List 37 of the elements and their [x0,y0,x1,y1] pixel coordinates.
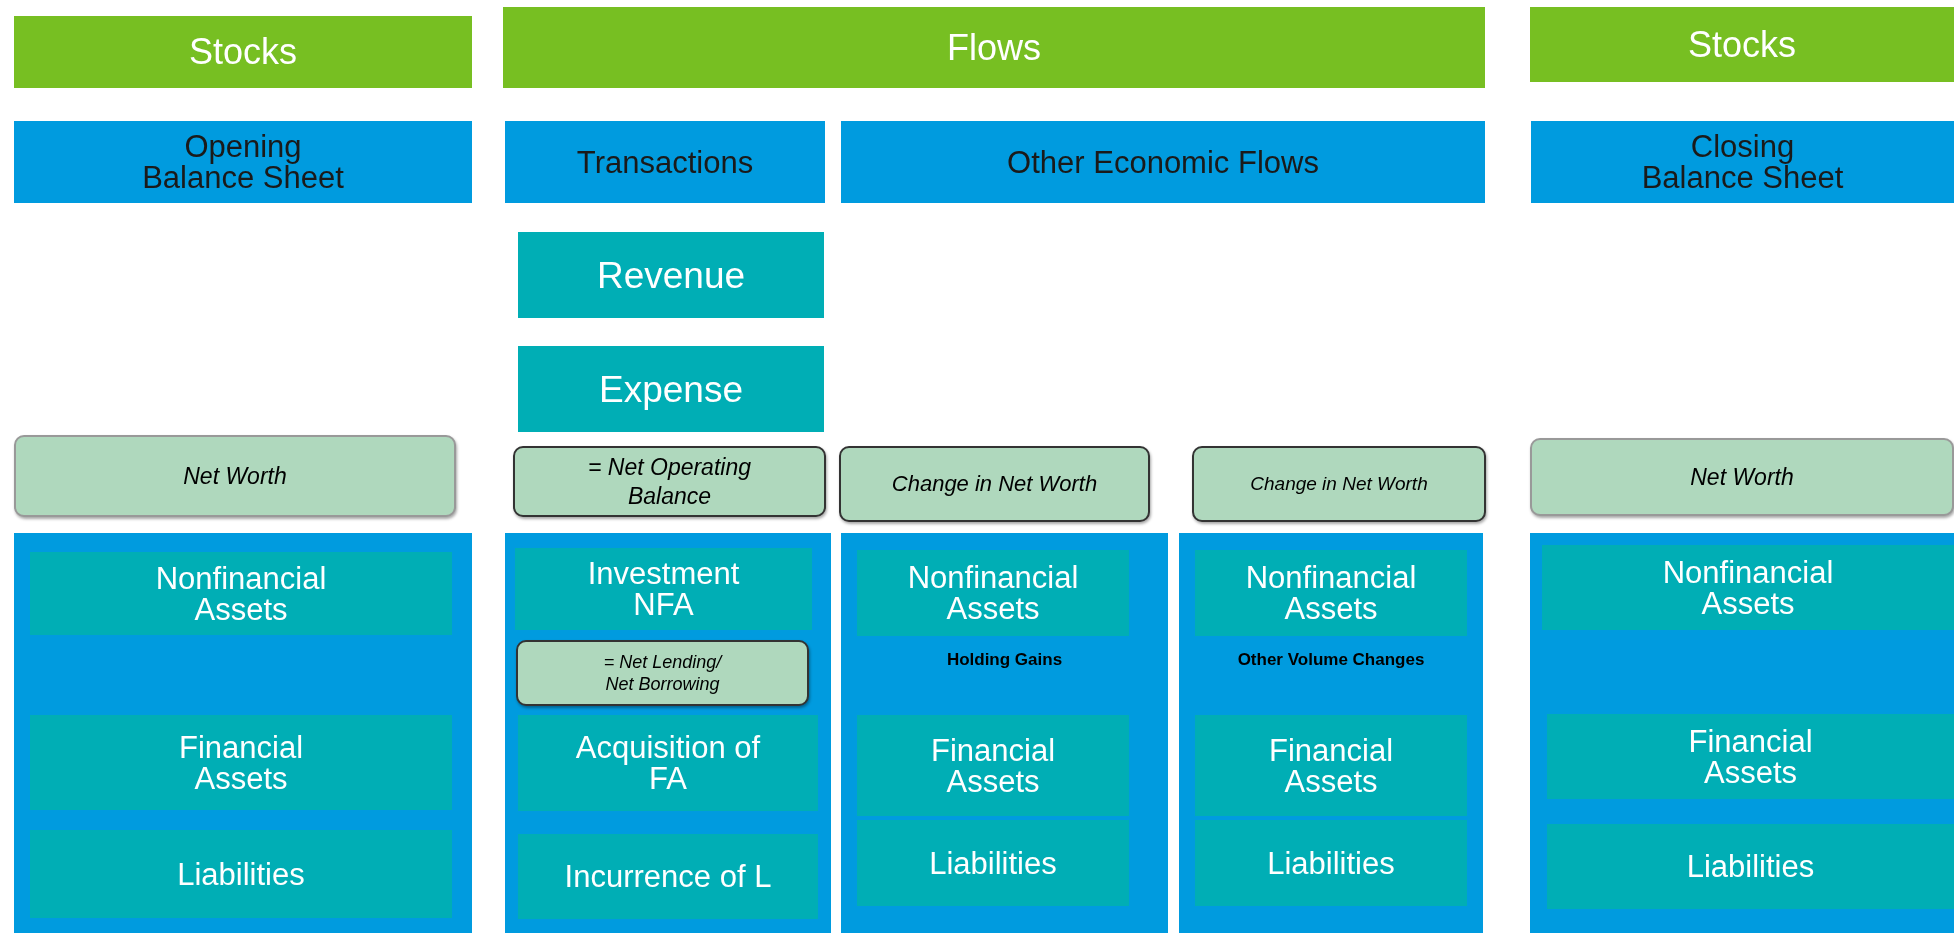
account-box: Incurrence of L [518,834,818,919]
account-box: Acquisition of FA [518,715,818,811]
column-panel [841,533,1168,933]
account-box: Liabilities [1547,824,1954,909]
column-panel [1530,533,1954,933]
account-box: Liabilities [1195,820,1467,906]
account-box: Expense [518,346,824,432]
section-header: Other Economic Flows [841,121,1485,203]
balance-box: Change in Net Worth [1192,446,1486,522]
balance-box: = Net Operating Balance [513,446,826,517]
section-header: Opening Balance Sheet [14,121,472,203]
account-box: Nonfinancial Assets [1542,545,1954,630]
row-label: Other Volume Changes [1236,650,1426,670]
section-header: Closing Balance Sheet [1531,121,1954,203]
account-box: Liabilities [30,830,452,918]
balance-box: = Net Lending/ Net Borrowing [516,640,809,706]
account-box: Nonfinancial Assets [30,552,452,635]
account-box: Financial Assets [30,715,452,810]
column-panel [14,533,472,933]
row-label: Holding Gains [945,650,1064,670]
account-box: Revenue [518,232,824,318]
account-box: Financial Assets [857,715,1129,816]
account-box: Financial Assets [1547,714,1954,799]
balance-box: Change in Net Worth [839,446,1150,522]
account-box: Investment NFA [515,548,812,630]
account-box: Nonfinancial Assets [857,550,1129,636]
account-box: Liabilities [857,820,1129,906]
balance-box: Net Worth [1530,438,1954,516]
header-bar: Stocks [1530,7,1954,82]
section-header: Transactions [505,121,825,203]
account-box: Nonfinancial Assets [1195,550,1467,636]
header-bar: Flows [503,7,1485,88]
balance-box: Net Worth [14,435,456,517]
column-panel [1179,533,1483,933]
account-box: Financial Assets [1195,715,1467,816]
column-panel [505,533,831,933]
header-bar: Stocks [14,16,472,88]
